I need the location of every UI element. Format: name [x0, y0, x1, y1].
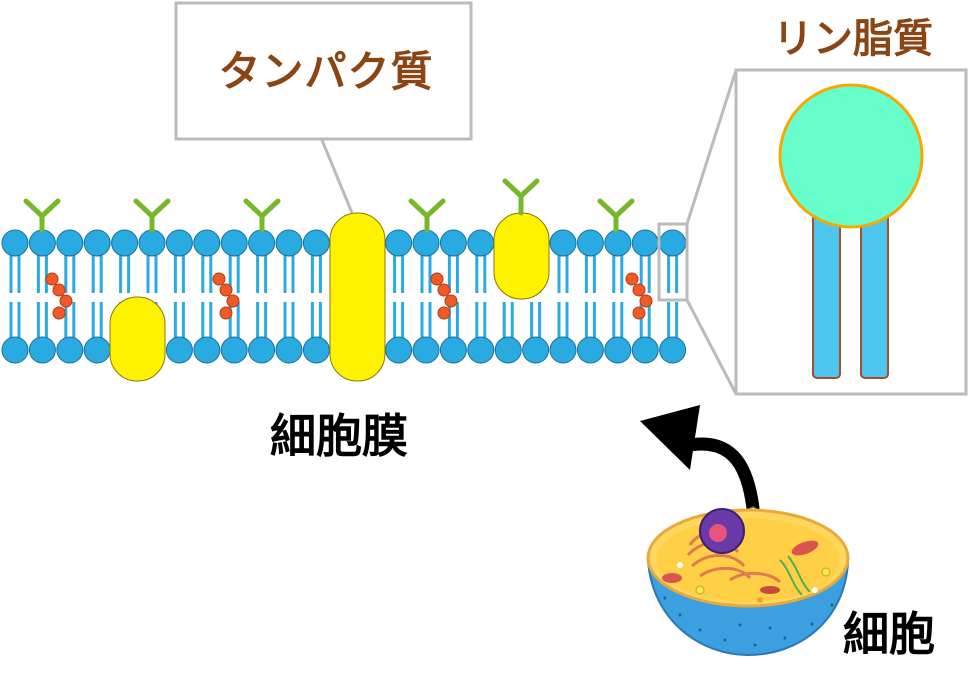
lipid-head — [576, 336, 604, 364]
glycan-y-icon — [133, 198, 155, 219]
mitochondrion — [662, 573, 682, 583]
glycan-y-icon — [408, 198, 430, 219]
cholesterol-icon — [59, 294, 73, 308]
phospholipid-tail-left — [812, 207, 841, 379]
phospholipid-tail-right — [860, 207, 889, 379]
glycan-layer — [23, 178, 635, 233]
transmembrane-protein — [329, 212, 386, 382]
lipid-head — [1, 336, 29, 364]
glycan-y-icon — [597, 198, 619, 219]
lipid-head — [248, 336, 276, 364]
lipid-head — [385, 336, 413, 364]
glycan-y-icon — [259, 198, 281, 219]
glycan-y-icon — [424, 198, 446, 219]
cholesterol-icon — [430, 272, 444, 286]
protein-callout-line — [320, 139, 354, 214]
lipid-head — [412, 229, 440, 257]
lipid-head — [631, 336, 659, 364]
peripheral-protein-lower — [109, 296, 166, 382]
phospholipid-detail-icon — [778, 83, 924, 379]
lipid-head — [576, 229, 604, 257]
lipid-head — [385, 229, 413, 257]
lipid-head — [604, 336, 632, 364]
cholesterol-icon — [625, 272, 639, 286]
phospholipid-label: リン脂質 — [773, 16, 933, 62]
lipid-head — [165, 229, 193, 257]
cell-label: 細胞 — [843, 607, 935, 661]
cholesterol-icon — [632, 306, 646, 320]
phospholipid-head — [778, 83, 924, 229]
lipid-head — [494, 336, 522, 364]
lipid-head — [275, 229, 303, 257]
protein-label: タンパク質 — [218, 47, 434, 96]
membrane-proteins — [109, 212, 550, 382]
lipid-head — [631, 229, 659, 257]
lipid-head — [28, 229, 56, 257]
lipid-head — [522, 336, 550, 364]
lipid-head — [28, 336, 56, 364]
lipid-head — [248, 229, 276, 257]
lipid-head — [439, 336, 467, 364]
glycan-y-icon — [613, 198, 635, 219]
curved-arrow-icon — [640, 405, 760, 516]
protein-callout-box — [174, 1, 473, 141]
cell-illustration — [646, 508, 850, 657]
endoplasmic-reticulum — [779, 555, 811, 596]
lipid-callout-line-bottom — [685, 299, 738, 395]
lipid-head — [165, 336, 193, 364]
cell-membrane-label: 細胞膜 — [270, 409, 408, 463]
glycan-y-icon — [518, 178, 540, 199]
cholesterol-layer — [45, 272, 653, 320]
lipid-head — [659, 229, 687, 257]
lipid-head — [604, 229, 632, 257]
cholesterol-icon — [437, 306, 451, 320]
lipid-callout-line-top — [685, 69, 738, 225]
peripheral-protein-upper — [493, 212, 550, 300]
lipid-head — [56, 336, 84, 364]
lipid-highlight-box — [657, 222, 689, 302]
cholesterol-icon — [52, 283, 66, 297]
lipid-head — [220, 229, 248, 257]
lipid-head — [549, 336, 577, 364]
cholesterol-icon — [52, 306, 66, 320]
cholesterol-icon — [639, 294, 653, 308]
lipid-head — [56, 229, 84, 257]
lipid-head — [1, 229, 29, 257]
cholesterol-icon — [444, 294, 458, 308]
cholesterol-icon — [45, 272, 59, 286]
lipid-head — [549, 229, 577, 257]
mitochondrion — [760, 586, 780, 594]
glycan-y-icon — [39, 198, 61, 219]
cell-nucleolus — [709, 524, 727, 542]
cholesterol-icon — [226, 294, 240, 308]
lipid-head — [439, 229, 467, 257]
mitochondrion — [791, 540, 819, 556]
lipid-head — [83, 336, 111, 364]
lipid-head — [412, 336, 440, 364]
lipid-head — [302, 229, 330, 257]
lipid-head — [302, 336, 330, 364]
cholesterol-icon — [212, 272, 226, 286]
lipid-head — [83, 229, 111, 257]
glycan-y-icon — [23, 198, 45, 219]
lipid-head — [193, 336, 221, 364]
lipid-head — [138, 229, 166, 257]
lipid-head — [275, 336, 303, 364]
cholesterol-icon — [632, 283, 646, 297]
lipid-head — [111, 229, 139, 257]
cholesterol-icon — [219, 283, 233, 297]
cholesterol-icon — [219, 306, 233, 320]
lipid-head — [467, 229, 495, 257]
lipid-head — [659, 336, 687, 364]
glycan-y-icon — [243, 198, 265, 219]
lipid-head — [220, 336, 248, 364]
glycan-y-icon — [502, 178, 524, 199]
cholesterol-icon — [437, 283, 451, 297]
lipid-head — [467, 336, 495, 364]
glycan-y-icon — [149, 198, 171, 219]
lipid-head — [193, 229, 221, 257]
